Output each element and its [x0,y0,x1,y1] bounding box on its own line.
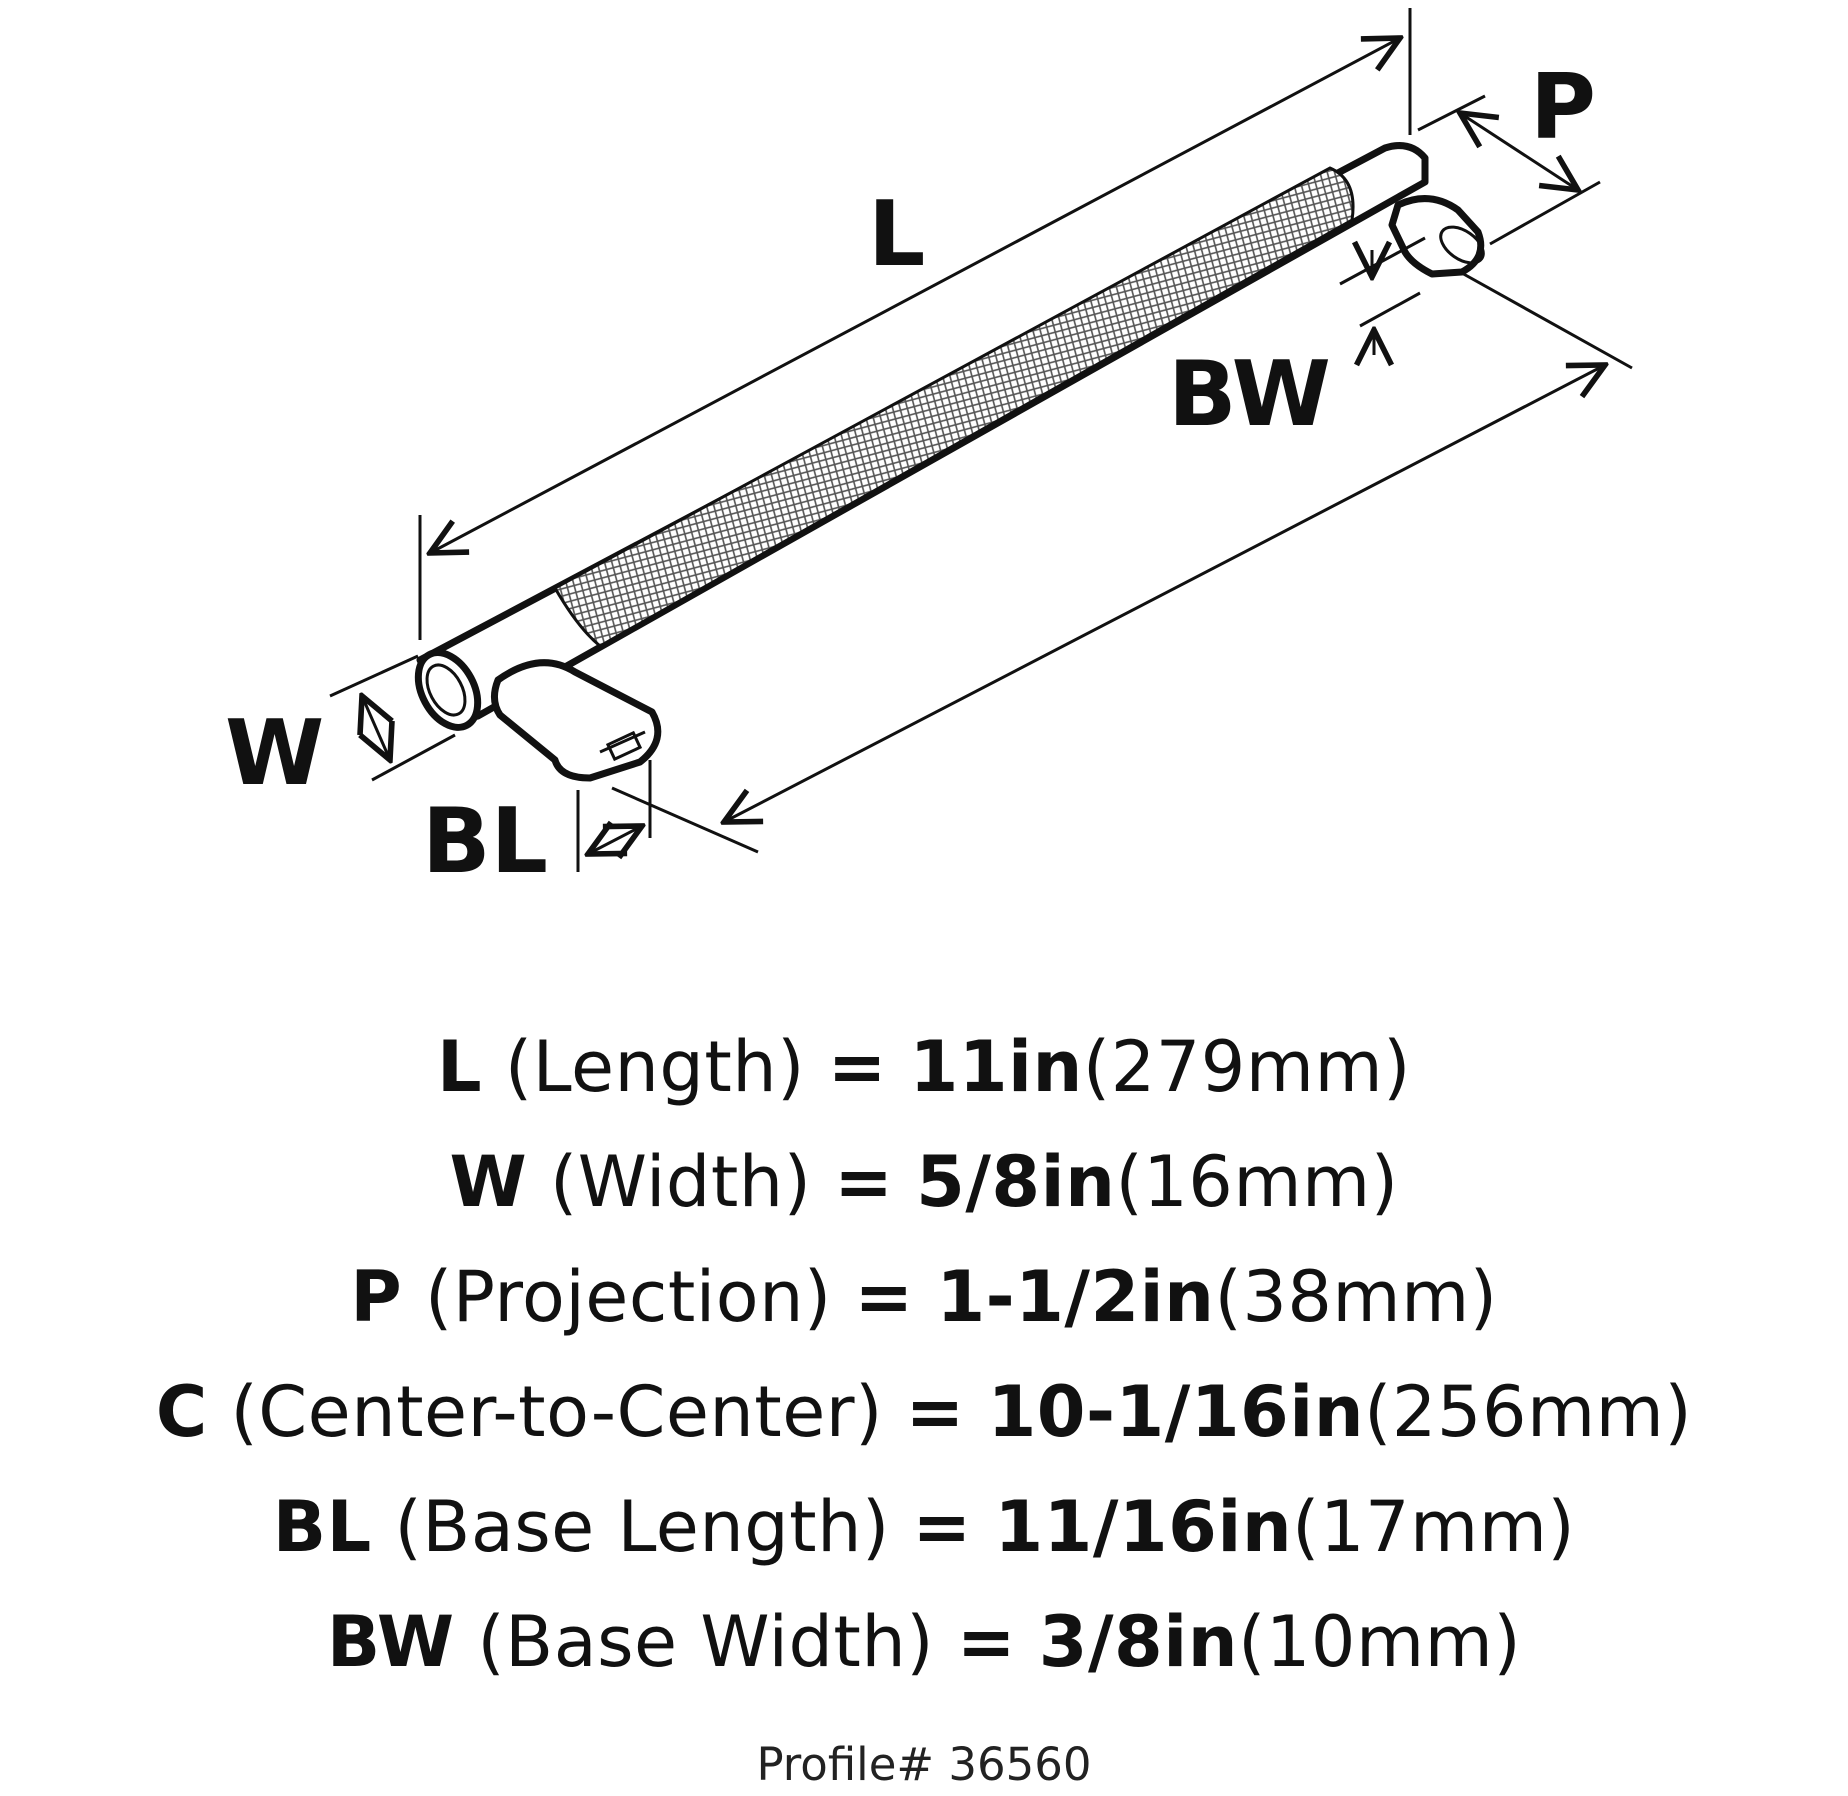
spec-width: W (Width) = 5/8in(16mm) [449,1141,1399,1223]
handle-dimension-diagram: L P BW W BL [225,8,1633,894]
spec-projection: P (Projection) = 1-1/2in(38mm) [350,1256,1498,1338]
projection-dimension: P [1417,55,1601,246]
width-dimension: W [225,654,456,806]
right-post [1388,195,1485,278]
spec-list: L (Length) = 11in(279mm) W (Width) = 5/8… [0,1010,1848,1700]
spec-base-width: BW (Base Width) = 3/8in(10mm) [326,1601,1522,1683]
spec-base-length: BL (Base Length) = 11/16in(17mm) [272,1486,1576,1568]
spec-length: L (Length) = 11in(279mm) [437,1026,1411,1108]
length-label: L [868,182,925,287]
center-to-center-dimension [611,270,1633,854]
projection-label: P [1530,55,1596,160]
base-length-dimension: BL [422,760,652,894]
left-post [491,659,662,782]
width-label: W [225,701,324,806]
profile-number: Profile# 36560 [756,1738,1092,1791]
base-length-label: BL [422,789,548,894]
spec-center-to-center: C (Center-to-Center) = 10-1/16in(256mm) [155,1371,1693,1453]
length-dimension: L [418,8,1412,640]
base-width-label: BW [1168,342,1331,447]
